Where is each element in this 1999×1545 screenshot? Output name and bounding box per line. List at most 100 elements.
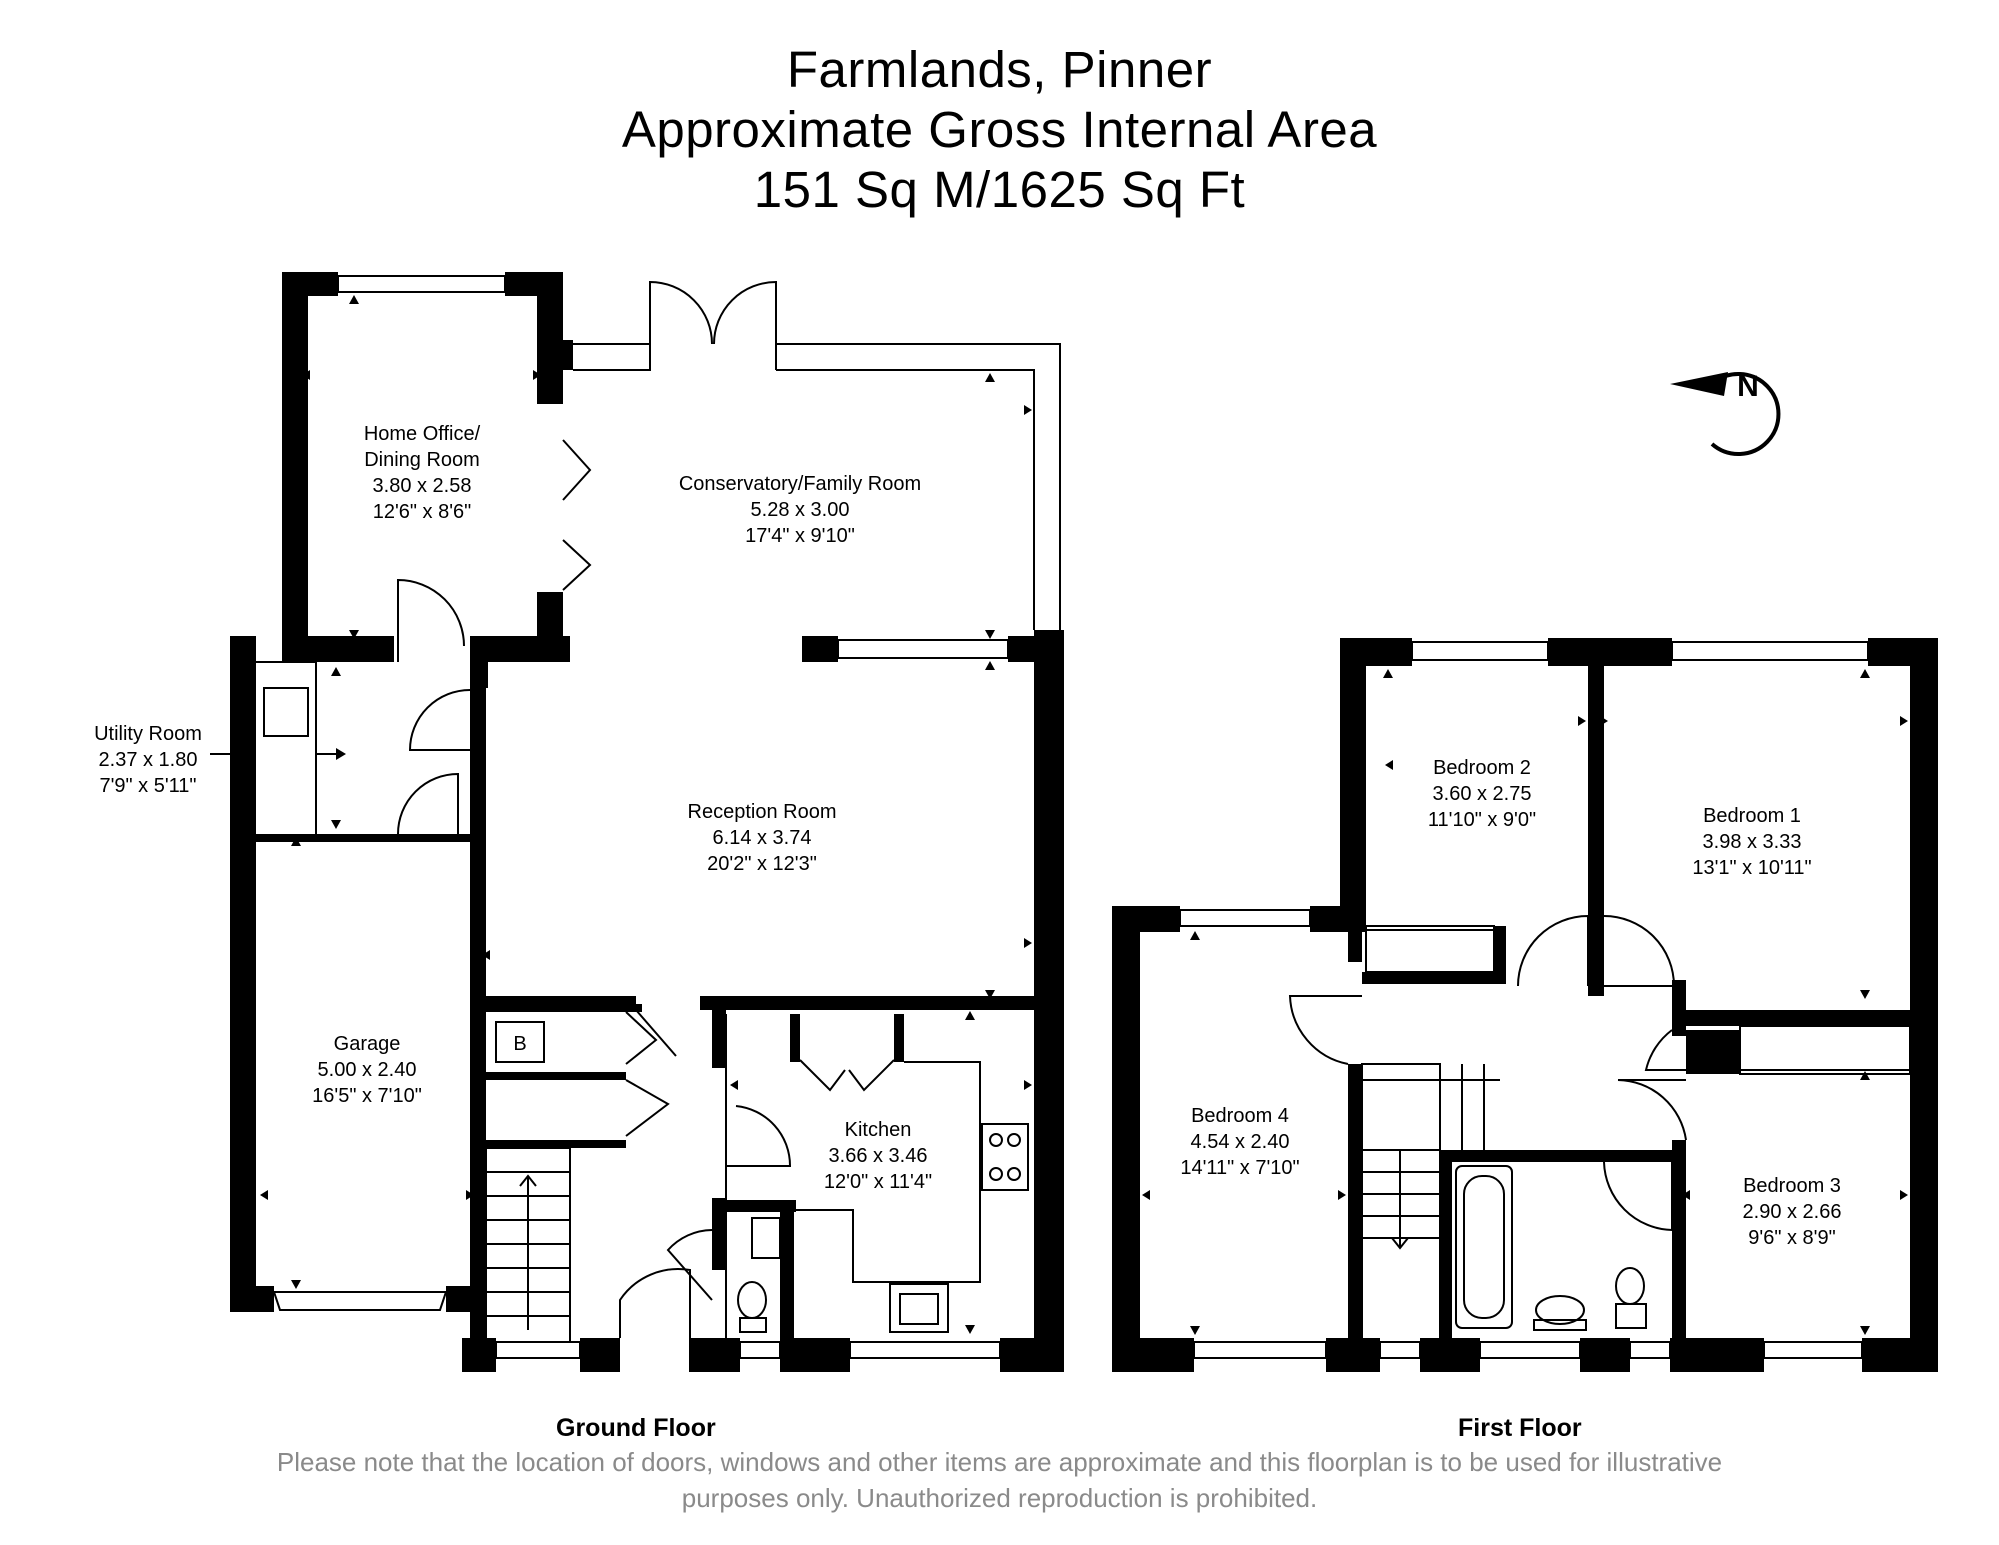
- wall: [1672, 1010, 1938, 1026]
- wall: [1548, 638, 1672, 666]
- bedroom3-imperial: 9'6" x 8'9": [1748, 1227, 1835, 1249]
- bedroom1-imperial: 13'1" x 10'11": [1692, 857, 1811, 879]
- stair-treads: [1362, 1064, 1500, 1248]
- cupboard-door: [625, 1079, 670, 1137]
- bedroom1-name: Bedroom 1: [1703, 805, 1801, 827]
- disclaimer: Please note that the location of doors, …: [0, 1444, 1999, 1516]
- wall: [470, 662, 488, 688]
- wall: [700, 996, 1034, 1010]
- ground-floor-plan: Home Office/ Dining Room 3.80 x 2.58 12'…: [94, 272, 1064, 1372]
- bedroom2-name: Bedroom 2: [1433, 757, 1531, 779]
- french-door: [649, 280, 713, 370]
- window: [1479, 1341, 1581, 1359]
- window: [1179, 909, 1311, 927]
- ground-floor-label: Ground Floor: [556, 1414, 716, 1442]
- wall: [580, 1338, 620, 1372]
- boiler-box: [495, 1021, 545, 1063]
- wall: [1494, 926, 1506, 984]
- wall: [1670, 1338, 1764, 1372]
- wall: [1326, 1338, 1380, 1372]
- wall: [486, 1004, 642, 1012]
- wall: [894, 1014, 904, 1062]
- wall: [282, 636, 394, 662]
- bathroom-toilet-icon: [1615, 1267, 1647, 1329]
- wall: [1686, 1030, 1740, 1074]
- wall: [780, 1200, 794, 1372]
- garage-door: [272, 1291, 448, 1311]
- bedroom3-metric: 2.90 x 2.66: [1743, 1201, 1842, 1223]
- wall: [1596, 666, 1604, 996]
- stair-treads: [486, 1171, 570, 1330]
- wall: [790, 1014, 800, 1062]
- door: [408, 689, 471, 751]
- bathroom-basin-icon: [1533, 1295, 1587, 1331]
- wall: [1440, 1150, 1452, 1372]
- home-office-name-2: Dining Room: [364, 449, 480, 471]
- wall: [1034, 636, 1064, 1372]
- door: [666, 1229, 713, 1301]
- boiler-label: B: [513, 1033, 526, 1055]
- wall: [462, 1338, 496, 1372]
- window: [739, 1341, 781, 1359]
- wall: [486, 1072, 626, 1080]
- basin-icon: [751, 1217, 781, 1259]
- compass-icon: N: [1670, 370, 1781, 456]
- bedroom4-name: Bedroom 4: [1191, 1105, 1289, 1127]
- kitchen-sink-icon: [889, 1283, 949, 1333]
- wall: [712, 1198, 726, 1270]
- wall: [256, 834, 470, 842]
- window: [337, 275, 506, 293]
- garage-imperial: 16'5" x 7'10": [312, 1085, 422, 1107]
- kitchen-name: Kitchen: [845, 1119, 912, 1141]
- wardrobe: [1739, 1025, 1911, 1075]
- door: [1617, 1079, 1687, 1141]
- kitchen-counter: [794, 1061, 981, 1283]
- wall: [1862, 1338, 1938, 1372]
- measurement-arrows: [260, 295, 1032, 1334]
- wall: [1362, 972, 1502, 984]
- compass-letter: N: [1737, 370, 1759, 403]
- wall: [537, 340, 573, 370]
- conservatory-frame: [776, 343, 1061, 630]
- wall: [446, 1286, 486, 1312]
- utility-sink-icon: [263, 687, 309, 737]
- conservatory-name: Conservatory/Family Room: [679, 473, 921, 495]
- plan-title: Farmlands, Pinner: [786, 41, 1213, 98]
- first-floor-plan: Bedroom 2 3.60 x 2.75 11'10" x 9'0" Bedr…: [1112, 638, 1938, 1372]
- wall: [1420, 1338, 1480, 1372]
- utility-counter: [256, 661, 317, 834]
- bedroom2-imperial: 11'10" x 9'0": [1428, 809, 1536, 831]
- window: [849, 1341, 1001, 1359]
- wall: [230, 1286, 274, 1312]
- window: [1193, 1341, 1327, 1359]
- wall: [537, 592, 563, 642]
- reception-imperial: 20'2" x 12'3": [707, 853, 817, 875]
- door: [562, 539, 592, 591]
- bedroom1-metric: 3.98 x 3.33: [1703, 831, 1802, 853]
- reception-metric: 6.14 x 3.74: [713, 827, 812, 849]
- wall: [712, 1200, 796, 1212]
- door: [562, 439, 592, 501]
- wall: [282, 272, 308, 642]
- door: [397, 578, 465, 662]
- hob-icon: [981, 1123, 1029, 1191]
- window: [1629, 1341, 1671, 1359]
- home-office-imperial: 12'6" x 8'6": [373, 501, 472, 523]
- window: [1763, 1341, 1863, 1359]
- wall: [1000, 1338, 1064, 1372]
- conservatory-metric: 5.28 x 3.00: [751, 499, 850, 521]
- window: [495, 1341, 581, 1359]
- wall: [1112, 1338, 1194, 1372]
- home-office-name-1: Home Office/: [364, 423, 481, 445]
- kitchen-imperial: 12'0" x 11'4": [824, 1171, 932, 1193]
- utility-imperial: 7'9" x 5'11": [99, 775, 196, 797]
- wall: [470, 688, 486, 1348]
- wall: [1034, 630, 1064, 644]
- plan-area: 151 Sq M/1625 Sq Ft: [753, 161, 1246, 218]
- conservatory-frame: [776, 369, 1035, 630]
- door: [397, 772, 459, 835]
- reception-name: Reception Room: [688, 801, 837, 823]
- door: [1288, 995, 1362, 1065]
- wall: [1910, 638, 1938, 1372]
